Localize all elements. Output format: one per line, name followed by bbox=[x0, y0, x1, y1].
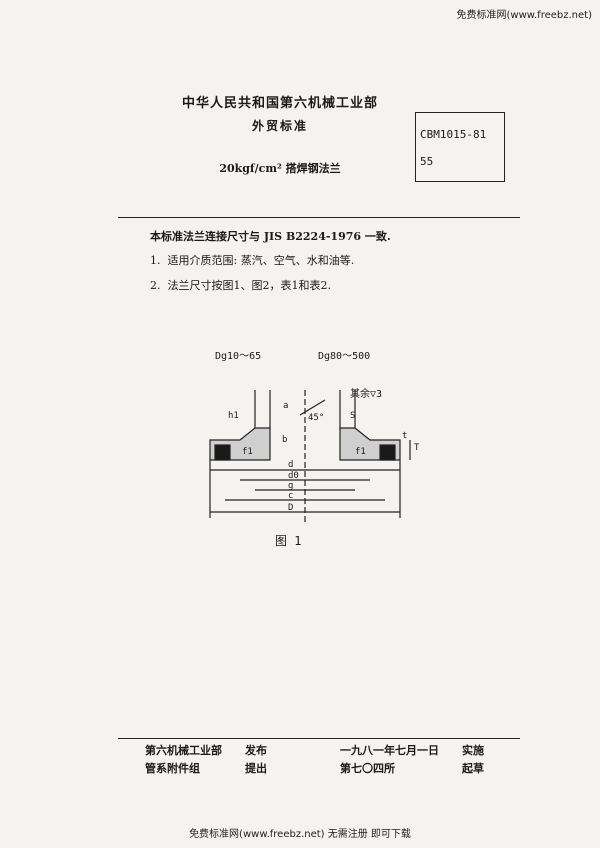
bottom-divider bbox=[118, 738, 520, 739]
list-item: 2. 法兰尺寸按图1、图2，表1和表2. bbox=[150, 279, 332, 292]
footer-effective-date: 一九八一年七月一日 bbox=[340, 744, 439, 757]
label-d: d bbox=[288, 460, 293, 470]
footer-effective-verb: 实施 bbox=[462, 744, 484, 757]
ministry-header: 中华人民共和国第六机械工业部 bbox=[181, 96, 378, 111]
intro-paragraph: 本标准法兰连接尺寸与 JIS B2224-1976 一致. bbox=[150, 230, 391, 243]
label-t: t bbox=[402, 431, 407, 441]
item-text: 法兰尺寸按图1、图2，表1和表2. bbox=[167, 279, 332, 292]
standard-page-number: 55 bbox=[420, 155, 434, 168]
footer-draft-verb: 起草 bbox=[462, 762, 484, 775]
standard-title: 20kgf/cm² 搭焊钢法兰 bbox=[219, 162, 341, 175]
footer-publisher: 第六机械工业部 bbox=[145, 744, 222, 757]
label-h1: h1 bbox=[228, 411, 239, 421]
footer-drafter: 第七〇四所 bbox=[340, 762, 395, 775]
label-angle: 45° bbox=[308, 413, 324, 423]
range-label-right: Dg80～500 bbox=[318, 351, 371, 362]
range-label-left: Dg10～65 bbox=[215, 351, 262, 362]
item-text: 适用介质范围: 蒸汽、空气、水和油等. bbox=[167, 254, 355, 267]
label-f1-left: f1 bbox=[242, 447, 253, 457]
label-s: S bbox=[350, 411, 355, 421]
figure-caption: 图 1 bbox=[275, 534, 302, 548]
bolt-hole-left bbox=[214, 444, 231, 461]
item-number: 2 bbox=[150, 279, 157, 292]
site-watermark-bottom: 免费标准网(www.freebz.net) 无需注册 即可下载 bbox=[189, 829, 411, 840]
standard-code: CBM1015-81 bbox=[420, 128, 487, 141]
list-item: 1. 适用介质范围: 蒸汽、空气、水和油等. bbox=[150, 254, 355, 267]
label-T: T bbox=[414, 443, 420, 453]
site-watermark-top: 免费标准网(www.freebz.net) bbox=[456, 10, 592, 21]
label-b: b bbox=[282, 435, 287, 445]
label-d0: d0 bbox=[288, 471, 299, 481]
bolt-hole-right bbox=[379, 444, 396, 461]
footer-publish-verb: 发布 bbox=[245, 744, 267, 757]
item-number: 1 bbox=[150, 254, 157, 267]
label-c: c bbox=[288, 491, 293, 501]
footer-propose-verb: 提出 bbox=[245, 762, 267, 775]
label-f1-right: f1 bbox=[355, 447, 366, 457]
label-g: g bbox=[288, 481, 293, 491]
top-divider bbox=[118, 217, 520, 218]
label-a: a bbox=[283, 401, 288, 411]
label-D: D bbox=[288, 503, 293, 513]
roughness-note: 其余▽3 bbox=[350, 389, 383, 400]
footer-proposer: 管系附件组 bbox=[145, 762, 200, 775]
standard-code-box bbox=[415, 112, 505, 182]
flange-drawing: h1 a 45° S f1 f1 b d d0 g c D T t bbox=[209, 390, 420, 525]
standard-type: 外贸标准 bbox=[251, 119, 308, 133]
